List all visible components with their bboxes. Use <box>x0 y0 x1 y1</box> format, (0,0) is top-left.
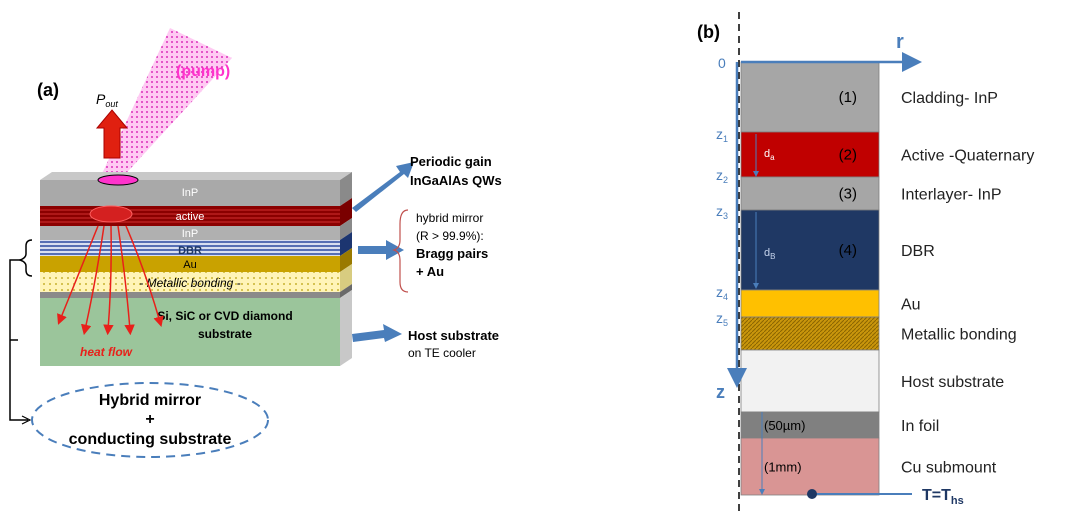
layer-block <box>740 61 880 133</box>
layer-block <box>740 349 880 413</box>
layer-name: Host substrate <box>901 374 1004 391</box>
layer-block <box>740 316 880 351</box>
panel-b: (b) (1) Cladding- InP (2) Active -Quaternar… <box>697 12 1034 511</box>
ellipse-label-1: Hybrid mirror <box>99 392 201 409</box>
layer-block <box>740 209 880 291</box>
host-label-1: Host substrate <box>408 328 499 343</box>
panel-b-label: (b) <box>697 22 720 42</box>
layer-inp-top-label: InP <box>182 187 199 199</box>
layer-number: (2) <box>839 147 857 164</box>
pout-arrow <box>95 109 129 159</box>
layer-name: In foil <box>901 418 939 435</box>
mirror-label-1: hybrid mirror <box>416 211 483 225</box>
pump-spot <box>97 174 139 186</box>
summary-ellipse <box>31 382 269 458</box>
layer-inp-top <box>40 180 340 206</box>
z3-label: z3 <box>716 203 728 221</box>
layer-name: Cladding- InP <box>901 90 998 107</box>
panel-a: (a) (pump) Pout InP active InP DBR <box>9 28 502 458</box>
dB-label: dB <box>764 247 775 261</box>
layer-name: Interlayer- InP <box>901 187 1001 204</box>
heat-flow-arrows <box>57 225 164 336</box>
z5-label: z5 <box>716 310 728 328</box>
layer-block <box>740 411 880 439</box>
panel-a-label: (a) <box>37 80 59 100</box>
layer-name: Metallic bonding <box>901 327 1017 344</box>
pump-beam <box>100 28 232 180</box>
layer-bonding-label: - Metallic bonding - <box>139 276 240 290</box>
z1-label: z1 <box>716 126 728 144</box>
gain-label-2: InGaAlAs QWs <box>410 173 502 188</box>
layer-block <box>740 289 880 318</box>
layer-inp-mid-label: InP <box>182 228 199 240</box>
layer-block <box>740 131 880 178</box>
z-labels: z1 z2 z3 z4 z5 <box>716 126 728 328</box>
heat-flow-label: heat flow <box>80 345 133 359</box>
mirror-brace <box>392 209 409 293</box>
layer-name: Active -Quaternary <box>901 148 1034 165</box>
z-axis-label: z <box>716 382 725 402</box>
gain-label-1: Periodic gain <box>410 154 492 169</box>
mirror-arrow <box>358 240 404 260</box>
layer-active-label: active <box>176 211 205 223</box>
mirror-label-2: (R > 99.9%): <box>416 229 484 243</box>
host-arrow <box>352 324 402 342</box>
layer-block <box>740 176 880 211</box>
layer-dbr-label: DBR <box>178 245 202 257</box>
mirror-label-4: + Au <box>416 264 444 279</box>
layer-name: DBR <box>901 243 935 260</box>
substrate-label-2: substrate <box>198 327 252 341</box>
ellipse-label-2: + <box>145 411 154 428</box>
layer-inp-mid <box>40 226 340 240</box>
host-label-2: on TE cooler <box>408 346 476 360</box>
ellipse-label-3: conducting substrate <box>69 431 232 448</box>
z4-label: z4 <box>716 284 728 302</box>
layer-name: Cu submount <box>901 460 997 477</box>
z2-label: z2 <box>716 167 728 185</box>
pump-label: (pump) <box>176 63 230 80</box>
layer-au-label: Au <box>183 259 196 271</box>
layer-dbr <box>40 240 340 256</box>
left-brace <box>17 239 33 277</box>
layer-block <box>740 437 880 496</box>
mirror-label-3: Bragg pairs <box>416 246 488 261</box>
layer-number: (1) <box>839 89 857 106</box>
r-axis-label: r <box>896 31 904 53</box>
boundary-point <box>807 489 817 499</box>
boundary-label: T=Ths <box>922 487 964 507</box>
layer-number: (1mm) <box>764 460 802 475</box>
da-label: da <box>764 148 775 162</box>
pout-label: Pout <box>96 91 118 109</box>
layer-number: (3) <box>839 186 857 203</box>
substrate-label-1: Si, SiC or CVD diamond <box>157 309 292 323</box>
layer-number: (4) <box>839 242 857 259</box>
origin-label: 0 <box>718 55 726 71</box>
layer-number: (50µm) <box>764 418 805 433</box>
layer-au <box>40 256 340 272</box>
gain-arrow <box>352 162 414 212</box>
panel-b-layers: (1) Cladding- InP (2) Active -Quaternary (3)… <box>740 61 1034 496</box>
layer-name: Au <box>901 297 921 314</box>
